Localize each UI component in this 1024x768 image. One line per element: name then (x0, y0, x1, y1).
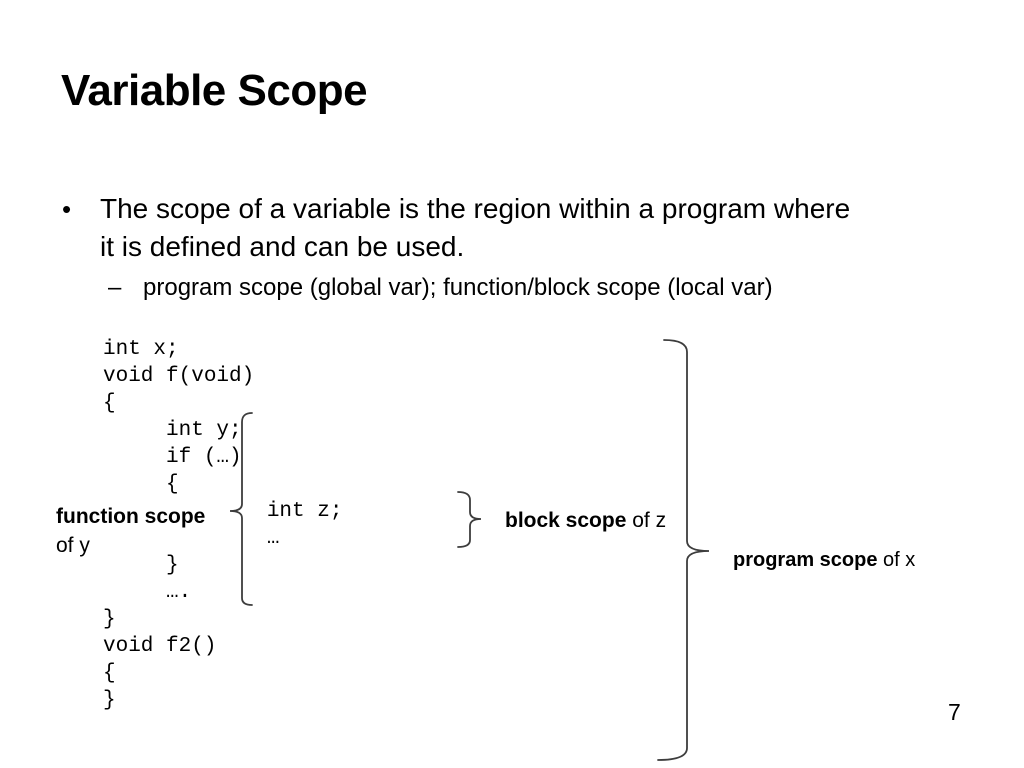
block-scope-label: block scope of z (505, 506, 666, 535)
block-scope-label-bold: block scope (505, 509, 627, 532)
function-scope-brace-icon (229, 412, 253, 606)
slide-title: Variable Scope (61, 66, 368, 115)
sub-bullet-text: program scope (global var); function/blo… (143, 274, 773, 301)
dash-icon: – (108, 274, 122, 301)
page-number: 7 (948, 699, 961, 725)
code-block: int x; void f(void) { int y; if (…) { in… (103, 338, 343, 712)
program-scope-brace-icon (657, 339, 710, 761)
function-scope-label-bold: function scope (56, 505, 206, 528)
bullet-text-line2: it is defined and can be used. (100, 231, 465, 262)
function-scope-label-rest: of y (56, 534, 90, 557)
block-scope-label-rest: of z (626, 509, 667, 532)
sub-bullet: – program scope (global var); function/b… (108, 272, 773, 304)
main-bullet: • The scope of a variable is the region … (62, 190, 962, 266)
bullet-icon: • (62, 194, 72, 224)
program-scope-label-rest: of x (877, 549, 916, 571)
program-scope-label-bold: program scope (733, 549, 878, 571)
bullet-text-line1: The scope of a variable is the region wi… (100, 193, 851, 224)
program-scope-label: program scope of x (733, 546, 915, 575)
function-scope-label: function scope of y (56, 502, 205, 560)
block-scope-brace-icon (457, 491, 482, 548)
